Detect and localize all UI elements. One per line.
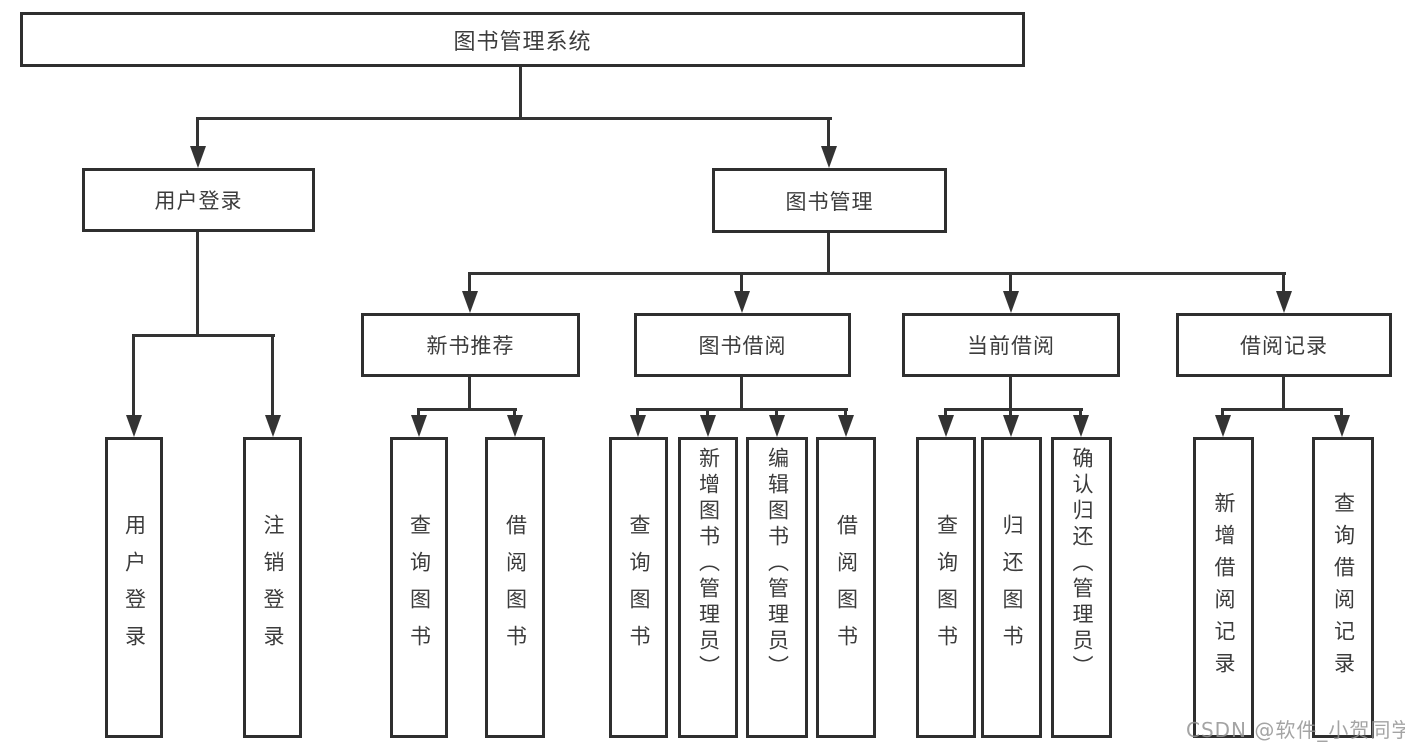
connector-root-stem	[519, 67, 522, 118]
connector-stem	[1009, 272, 1012, 291]
leaf-edit-book-admin: 编辑图书（管理员）	[746, 437, 808, 738]
arrow-down-icon	[1073, 415, 1089, 437]
connector-stem	[1282, 272, 1285, 291]
connector-stem	[1009, 408, 1012, 416]
leaf-query-book-1: 查询图书	[390, 437, 448, 738]
connector-stem	[468, 272, 471, 291]
connector-newbook-split	[417, 408, 517, 411]
node-system-root: 图书管理系统	[20, 12, 1025, 67]
connector-userlogin-split	[132, 334, 275, 337]
leaf-borrow-book-2: 借阅图书	[816, 437, 876, 738]
arrow-down-icon	[1276, 291, 1292, 313]
connector-stem	[1340, 408, 1343, 416]
leaf-label: 借阅图书	[834, 513, 859, 662]
node-book-management: 图书管理	[712, 168, 947, 233]
leaf-label: 查询图书	[934, 513, 959, 662]
connector-stem	[827, 117, 830, 146]
leaf-label: 确认归还（管理员）	[1070, 447, 1094, 681]
node-book-borrow: 图书借阅	[634, 313, 851, 377]
connector-bookmgmt-split	[468, 272, 1286, 275]
leaf-label: 归还图书	[1000, 513, 1024, 662]
leaf-confirm-return-admin: 确认归还（管理员）	[1051, 437, 1112, 738]
leaf-label: 注销登录	[261, 513, 285, 662]
leaf-query-book-2: 查询图书	[609, 437, 668, 738]
arrow-down-icon	[1334, 415, 1350, 437]
arrow-down-icon	[462, 291, 478, 313]
connector-stem	[740, 272, 743, 291]
connector-stem	[944, 408, 947, 416]
leaf-label: 查询图书	[627, 513, 651, 662]
connector-stem	[636, 408, 639, 416]
connector-bookmgmt-stem	[827, 233, 830, 275]
arrow-down-icon	[1003, 415, 1019, 437]
connector-stem	[775, 408, 778, 416]
leaf-label: 用户登录	[122, 513, 147, 662]
arrow-down-icon	[734, 291, 750, 313]
connector-stem	[1079, 408, 1082, 416]
arrow-down-icon	[411, 415, 427, 437]
leaf-label: 新增借阅记录	[1212, 491, 1236, 684]
leaf-label: 查询图书	[407, 513, 432, 662]
arrow-down-icon	[938, 415, 954, 437]
leaf-add-borrow-record: 新增借阅记录	[1193, 437, 1254, 738]
leaf-label: 编辑图书（管理员）	[765, 447, 790, 681]
connector-currentborrow-split	[944, 408, 1083, 411]
arrow-down-icon	[1003, 291, 1019, 313]
leaf-query-book-3: 查询图书	[916, 437, 976, 738]
leaf-query-borrow-record: 查询借阅记录	[1312, 437, 1374, 738]
leaf-user-login: 用户登录	[105, 437, 163, 738]
connector-bookborrow-split	[636, 408, 848, 411]
connector-stem	[1221, 408, 1224, 416]
connector-currentborrow-stem	[1009, 376, 1012, 411]
arrow-down-icon	[507, 415, 523, 437]
connector-borrowrecord-split	[1221, 408, 1343, 411]
node-user-login: 用户登录	[82, 168, 315, 232]
node-current-borrow: 当前借阅	[902, 313, 1120, 377]
connector-newbook-stem	[468, 376, 471, 411]
node-new-book-recommend: 新书推荐	[361, 313, 580, 377]
arrow-down-icon	[630, 415, 646, 437]
connector-userlogin-stem	[196, 232, 199, 337]
connector-root-split	[196, 117, 832, 120]
connector-borrowrecord-stem	[1282, 376, 1285, 411]
node-borrow-record: 借阅记录	[1176, 313, 1392, 377]
arrow-down-icon	[1215, 415, 1231, 437]
leaf-label: 新增图书（管理员）	[696, 447, 721, 681]
leaf-logout: 注销登录	[243, 437, 302, 738]
leaf-add-book-admin: 新增图书（管理员）	[678, 437, 738, 738]
watermark: CSDN @软件_小贺同学	[1186, 718, 1405, 742]
connector-stem	[196, 117, 199, 146]
arrow-down-icon	[265, 415, 281, 437]
connector-bookborrow-stem	[740, 376, 743, 411]
arrow-down-icon	[821, 146, 837, 168]
connector-stem	[844, 408, 847, 416]
connector-stem	[271, 334, 274, 415]
leaf-borrow-book-1: 借阅图书	[485, 437, 545, 738]
arrow-down-icon	[700, 415, 716, 437]
connector-stem	[706, 408, 709, 416]
leaf-label: 查询借阅记录	[1331, 491, 1356, 684]
arrow-down-icon	[838, 415, 854, 437]
connector-stem	[513, 408, 516, 416]
leaf-label: 借阅图书	[503, 513, 528, 662]
arrow-down-icon	[126, 415, 142, 437]
arrow-down-icon	[190, 146, 206, 168]
arrow-down-icon	[769, 415, 785, 437]
connector-stem	[132, 334, 135, 415]
connector-stem	[417, 408, 420, 416]
leaf-return-book: 归还图书	[981, 437, 1042, 738]
